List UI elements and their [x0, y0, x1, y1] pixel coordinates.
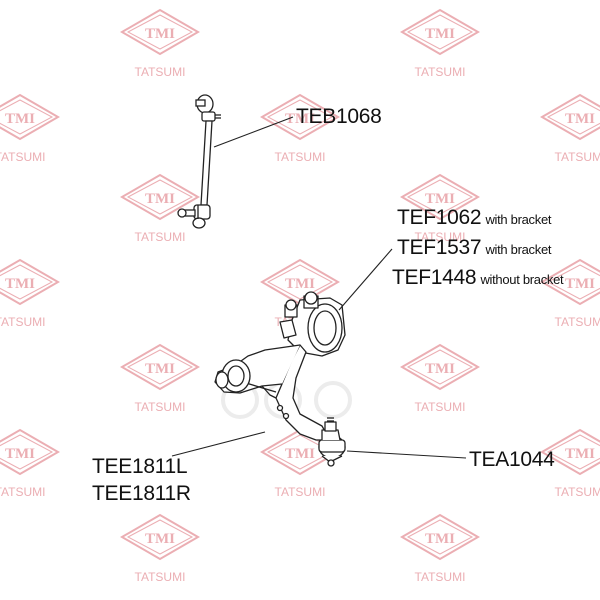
- watermark-logo-text: TMI: [425, 26, 455, 42]
- watermark-brand-text: TATSUMI: [0, 485, 45, 499]
- watermark-brand-text: TATSUMI: [0, 315, 45, 329]
- tmi-watermark-logo: TMI TATSUMI: [0, 258, 60, 329]
- leader-line-teb1068: [213, 116, 294, 148]
- watermark-brand-text: TATSUMI: [415, 230, 466, 244]
- watermark-brand-text: TATSUMI: [555, 485, 600, 499]
- watermark-logo-text: TMI: [145, 531, 175, 547]
- tmi-watermark-logo: TMI TATSUMI: [260, 93, 340, 164]
- watermark-logo-text: TMI: [565, 276, 595, 292]
- watermark-logo-text: TMI: [425, 361, 455, 377]
- watermark-brand-text: TATSUMI: [415, 65, 466, 79]
- label-tea1044: TEA1044: [469, 448, 555, 471]
- watermark-brand-text: TATSUMI: [0, 150, 45, 164]
- watermark-brand-text: TATSUMI: [415, 400, 466, 414]
- tmi-watermark-logo: TMI TATSUMI: [400, 173, 480, 244]
- label-teb1068: TEB1068: [296, 105, 382, 128]
- bushing-label-tef1062: TEF1062 with bracket: [397, 206, 552, 230]
- part-note: with bracket: [485, 212, 552, 227]
- watermark-brand-text: TATSUMI: [135, 230, 186, 244]
- tmi-watermark-logo: TMI TATSUMI: [400, 8, 480, 79]
- bushing-label-tef1537: TEF1537 with bracket: [397, 236, 552, 260]
- watermark-logo-text: TMI: [565, 446, 595, 462]
- watermark-layer: TMI TATSUMI TMI TATSUMI TMI TATSUMI TMI TATSUMI…: [0, 8, 600, 584]
- watermark-logo-text: TMI: [285, 111, 315, 127]
- watermark-logo-text: TMI: [285, 446, 315, 462]
- watermark-logo-text: TMI: [5, 276, 35, 292]
- watermark-logo-text: TMI: [425, 531, 455, 547]
- control-arm-drawing: [214, 291, 346, 467]
- tmi-watermark-logo: TMI TATSUMI: [120, 343, 200, 414]
- watermark-logo-text: TMI: [5, 446, 35, 462]
- part-number: TEF1537: [397, 236, 482, 259]
- watermark-logo-text: TMI: [565, 111, 595, 127]
- part-number: TEF1062: [397, 206, 482, 229]
- watermark-logo-text: TMI: [425, 191, 455, 207]
- leader-line-tee1811: [171, 431, 266, 457]
- tmi-watermark-logo: TMI TATSUMI: [540, 428, 600, 499]
- tmi-watermark-logo: TMI TATSUMI: [120, 8, 200, 79]
- watermark-logo-text: TMI: [285, 276, 315, 292]
- watermark-brand-text: TATSUMI: [275, 485, 326, 499]
- tmi-watermark-logo: TMI TATSUMI: [540, 258, 600, 329]
- watermark-brand-text: TATSUMI: [135, 400, 186, 414]
- leader-lines: [171, 116, 467, 459]
- tmi-watermark-logo: TMI TATSUMI: [120, 173, 200, 244]
- part-number: TEF1448: [392, 266, 477, 289]
- tmi-watermark-logo: TMI TATSUMI: [540, 93, 600, 164]
- bushing-label-tef1448: TEF1448 without bracket: [392, 266, 564, 290]
- tmi-watermark-logo: TMI TATSUMI: [400, 513, 480, 584]
- tmi-watermark-logo: TMI TATSUMI: [400, 343, 480, 414]
- watermark-brand-text: TATSUMI: [415, 570, 466, 584]
- leader-line-tea1044: [346, 450, 467, 459]
- stabilizer-link-drawing: [177, 94, 221, 229]
- watermark-brand-text: TATSUMI: [135, 570, 186, 584]
- label-tee1811r: TEE1811R: [92, 482, 191, 505]
- watermark-brand-text: TATSUMI: [275, 150, 326, 164]
- tmi-watermark-logo: TMI TATSUMI: [0, 93, 60, 164]
- watermark-logo-text: TMI: [5, 111, 35, 127]
- part-note: with bracket: [485, 242, 552, 257]
- watermark-logo-text: TMI: [145, 26, 175, 42]
- watermark-logo-text: TMI: [145, 361, 175, 377]
- watermark-brand-text: TATSUMI: [555, 150, 600, 164]
- watermark-brand-text: TATSUMI: [135, 65, 186, 79]
- leader-line-tef: [338, 248, 393, 311]
- watermark-brand-text: TATSUMI: [555, 315, 600, 329]
- tmi-watermark-logo: TMI TATSUMI: [0, 428, 60, 499]
- label-tee1811l: TEE1811L: [92, 455, 188, 478]
- tmi-watermark-logo: TMI TATSUMI: [120, 513, 200, 584]
- part-note: without bracket: [480, 272, 564, 287]
- watermark-logo-text: TMI: [145, 191, 175, 207]
